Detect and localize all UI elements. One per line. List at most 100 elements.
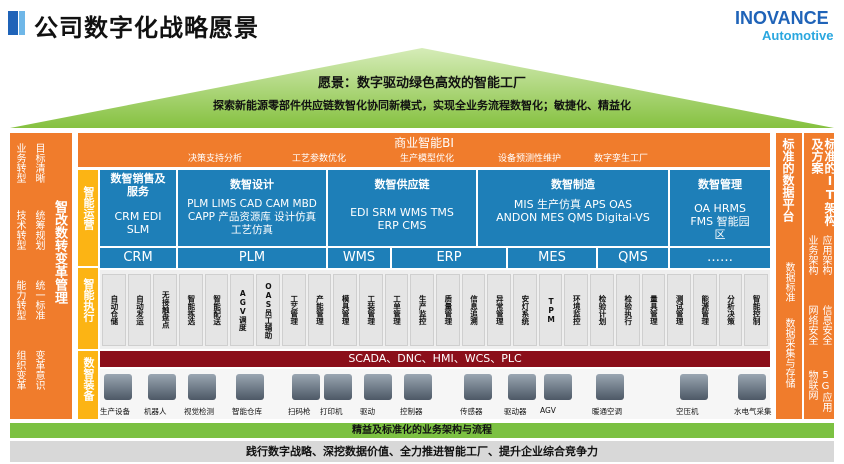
module-box: TPM bbox=[538, 274, 563, 346]
module-box: 无接触盘点 bbox=[153, 274, 178, 346]
module-label: 智能控制 bbox=[752, 295, 762, 325]
module-box: 能源管理 bbox=[692, 274, 717, 346]
equipment-image bbox=[464, 374, 492, 400]
equipment-image bbox=[508, 374, 536, 400]
goal-clear: 目标清晰 bbox=[33, 143, 44, 183]
equipment-label: 暖通空调 bbox=[592, 407, 622, 416]
vision-tagline: 探索新能源零部件供应链数智化协同新模式，实现全业务流程数智化；敏捷化、精益化 bbox=[213, 99, 631, 112]
module-label: 自动仓储 bbox=[109, 295, 119, 325]
system-wms: WMS bbox=[328, 248, 390, 268]
module-box: 测试管理 bbox=[667, 274, 691, 346]
capability-manufacturing: 数智制造 MIS 生产仿真 APS OAS ANDON MES QMS Digi… bbox=[478, 170, 668, 246]
equipment-image bbox=[236, 374, 264, 400]
module-box: 检验计划 bbox=[590, 274, 614, 346]
module-box: 异常管理 bbox=[487, 274, 512, 346]
module-label: 工艺管理 bbox=[289, 295, 299, 325]
it-item-iot: 物联网 bbox=[806, 370, 817, 400]
goal-standard: 统一标准 bbox=[33, 280, 44, 320]
equipment-image bbox=[738, 374, 766, 400]
transform-org: 组织变革 bbox=[14, 350, 25, 390]
bi-item-decision: 决策支持分析 bbox=[188, 154, 243, 164]
it-item-network: 网络安全 bbox=[806, 305, 817, 345]
system-more: …… bbox=[670, 248, 770, 268]
brand-logo-sub: Automotive bbox=[762, 28, 834, 43]
module-label: 检验执行 bbox=[623, 295, 633, 325]
goal-change: 变革意识 bbox=[33, 350, 44, 390]
right-panel-it bbox=[804, 133, 834, 419]
equipment-label: 传感器 bbox=[460, 407, 483, 416]
system-erp: ERP bbox=[392, 248, 506, 268]
equipment-label: 水电气采集 bbox=[734, 407, 772, 416]
module-label: 环境监控 bbox=[572, 295, 582, 325]
system-mes: MES bbox=[508, 248, 596, 268]
bi-item-twin: 数字孪生工厂 bbox=[594, 154, 649, 164]
equipment-image bbox=[188, 374, 216, 400]
it-item-info: 信息安全 bbox=[820, 305, 831, 345]
module-label: 产能管理 bbox=[315, 295, 325, 325]
system-qms: QMS bbox=[598, 248, 668, 268]
equipment-image bbox=[596, 374, 624, 400]
bi-item-model: 生产模型优化 bbox=[400, 154, 455, 164]
page-title: 公司数字化战略愿景 bbox=[34, 14, 259, 42]
module-label: 自动发运 bbox=[135, 295, 145, 325]
module-box: 自动仓储 bbox=[102, 274, 126, 346]
equipment-label: 打印机 bbox=[320, 407, 343, 416]
vision-headline: 愿景：数字驱动绿色高效的智能工厂 bbox=[317, 76, 526, 91]
equipment-label: 生产设备 bbox=[100, 407, 130, 416]
goal-plan: 统筹规划 bbox=[33, 210, 44, 250]
row-label-exec: 智能执行 bbox=[78, 268, 98, 349]
left-panel-title: 智改数转变革管理 bbox=[52, 200, 67, 304]
module-label: 生产监控 bbox=[418, 295, 428, 325]
equipment-label: 空压机 bbox=[676, 407, 699, 416]
module-box: 质量管理 bbox=[436, 274, 460, 346]
it-item-business: 业务架构 bbox=[806, 235, 817, 275]
module-box: 模具管理 bbox=[333, 274, 357, 346]
module-label: 分析决策 bbox=[726, 295, 736, 325]
transform-business: 业务转型 bbox=[14, 143, 25, 183]
equipment-label: 控制器 bbox=[400, 407, 423, 416]
equipment-label: AGV bbox=[540, 406, 556, 415]
left-panel bbox=[10, 133, 72, 419]
module-label: 安灯系统 bbox=[520, 295, 530, 325]
module-box: 生产监控 bbox=[410, 274, 434, 346]
bi-title: 商业智能BI bbox=[394, 136, 454, 150]
module-label: AGV调度 bbox=[238, 289, 248, 331]
module-box: 工装管理 bbox=[358, 274, 383, 346]
equipment-image bbox=[324, 374, 352, 400]
it-item-5g: 5G应用 bbox=[820, 370, 831, 412]
equipment-label: 驱动 bbox=[360, 407, 375, 416]
mission-bar: 践行数字战略、深挖数据价值、全力推进智能工厂、提升企业综合竞争力 bbox=[10, 441, 834, 462]
data-item-standard: 数据标准 bbox=[783, 262, 794, 302]
module-box: AGV调度 bbox=[230, 274, 255, 346]
bi-item-process: 工艺参数优化 bbox=[292, 154, 347, 164]
module-box: 智能拣选 bbox=[179, 274, 203, 346]
module-box: 工艺管理 bbox=[281, 274, 306, 346]
equipment-image bbox=[404, 374, 432, 400]
row-label-ops: 智能运营 bbox=[78, 170, 98, 266]
module-label: 量具管理 bbox=[649, 295, 659, 325]
capability-management: 数智管理 OA HRMS FMS 智能园区 bbox=[670, 170, 770, 246]
title-accent-bar bbox=[8, 11, 18, 35]
equipment-label: 智能仓库 bbox=[232, 407, 262, 416]
equipment-image bbox=[544, 374, 572, 400]
bi-item-maintenance: 设备预测性维护 bbox=[498, 154, 562, 164]
it-title: 标准的IT架构及方案 bbox=[810, 138, 837, 226]
module-box: 智能控制 bbox=[744, 274, 768, 346]
it-item-app: 应用架构 bbox=[820, 235, 831, 275]
module-label: 异常管理 bbox=[495, 295, 505, 325]
transform-ability: 能力转型 bbox=[14, 280, 25, 320]
row-label-equip: 数智装备 bbox=[78, 351, 98, 419]
module-box: 安灯系统 bbox=[513, 274, 537, 346]
equipment-label: 机器人 bbox=[144, 407, 167, 416]
module-label: 智能配送 bbox=[212, 295, 222, 325]
capability-sales: 数智销售及服务 CRM EDI SLM bbox=[100, 170, 176, 246]
system-plm: PLM bbox=[178, 248, 326, 268]
system-crm: CRM bbox=[100, 248, 176, 268]
foundation-bar: 精益及标准化的业务架构与流程 bbox=[10, 423, 834, 438]
module-box: 自动发运 bbox=[127, 274, 152, 346]
equipment-image bbox=[148, 374, 176, 400]
module-label: OAS员工辅助 bbox=[263, 281, 273, 339]
module-label: 工装管理 bbox=[366, 295, 376, 325]
module-box: 智能配送 bbox=[204, 274, 229, 346]
capability-supply: 数智供应链 EDI SRM WMS TMS ERP CMS bbox=[328, 170, 476, 246]
